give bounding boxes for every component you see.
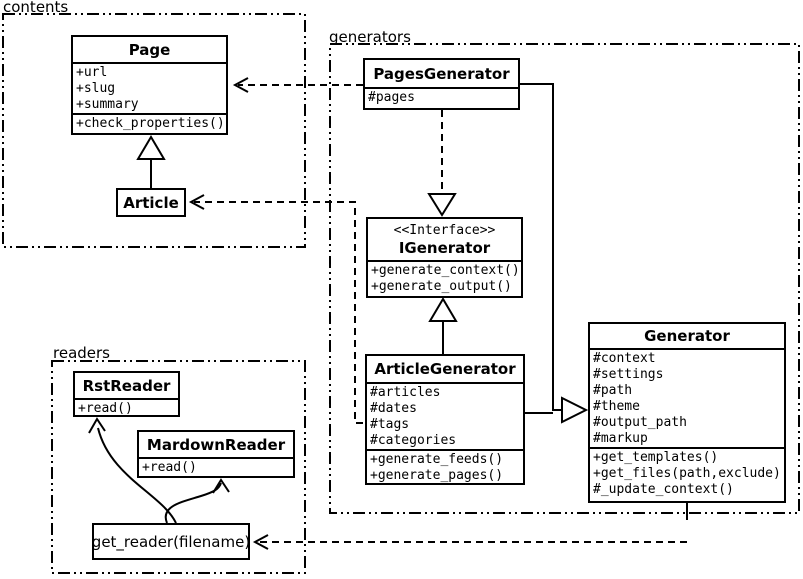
class-rstreader-title: RstReader (82, 376, 171, 395)
class-articlegenerator: ArticleGenerator #articles #dates #tags … (365, 354, 525, 485)
arrow-pagesgenerator-to-page (232, 77, 363, 93)
class-page: Page +url +slug +summary +check_properti… (71, 35, 228, 135)
open-arrowhead-icon (252, 534, 269, 550)
method: +generate_context() (371, 263, 520, 278)
arrow-article-to-page (136, 135, 166, 188)
class-mardownreader-methods: +read() (139, 457, 293, 476)
class-articlegenerator-title: ArticleGenerator (374, 360, 516, 378)
arrow-getreader-to-rstreader (88, 417, 177, 524)
open-arrowhead-icon (88, 417, 106, 434)
package-generators-border (329, 43, 800, 514)
open-arrowhead-icon (188, 194, 205, 210)
class-article: Article (116, 188, 186, 217)
class-igenerator-title: <<Interface>> IGenerator (368, 219, 521, 260)
package-label-readers: readers (53, 344, 110, 362)
class-generator: Generator #context #settings #path #them… (588, 322, 786, 503)
class-mardownreader-title: MardownReader (146, 435, 286, 454)
arrow-generator-to-getreader (252, 503, 688, 550)
class-generator-attributes: #context #settings #path #theme #output_… (590, 348, 784, 447)
method: +get_templates() (593, 450, 719, 465)
attribute: +url (76, 65, 108, 80)
class-pagesgenerator-attributes: #pages (365, 87, 518, 106)
open-arrowhead-icon (232, 77, 249, 93)
arrow-generators-to-generator (520, 83, 589, 424)
package-label-contents: contents (3, 0, 69, 16)
method: +generate_feeds() (370, 452, 504, 467)
class-page-methods: +check_properties() (73, 113, 226, 132)
method: +read() (142, 460, 197, 475)
method: +generate_output() (371, 279, 512, 294)
attribute: +slug (76, 81, 116, 96)
attribute: #markup (593, 431, 648, 446)
class-articlegenerator-methods: +generate_feeds() +generate_pages() (367, 449, 523, 483)
attribute: #output_path (593, 415, 687, 430)
class-page-title: Page (128, 40, 171, 59)
method: +check_properties() (76, 116, 225, 131)
attribute: +summary (76, 97, 139, 112)
class-rstreader-methods: +read() (75, 398, 178, 416)
class-article-title: Article (123, 193, 179, 212)
attribute: #settings (593, 367, 664, 382)
method: #_update_context() (593, 482, 734, 497)
hollow-triangle-icon (561, 396, 589, 424)
attribute: #context (593, 351, 656, 366)
hollow-triangle-icon (136, 135, 166, 160)
arrow-articlegenerator-to-article (188, 194, 363, 424)
class-pagesgenerator-title: PagesGenerator (373, 64, 510, 83)
arrow-getreader-to-mardownreader (164, 478, 230, 524)
class-articlegenerator-attributes: #articles #dates #tags #categories (367, 382, 523, 449)
arrow-pagesgenerator-to-igenerator (427, 110, 457, 217)
class-rstreader: RstReader +read() (73, 371, 180, 417)
class-igenerator-methods: +generate_context() +generate_output() (368, 260, 521, 295)
arrow-articlegenerator-to-igenerator (428, 297, 458, 354)
package-label-generators: generators (329, 28, 411, 46)
package-contents-border (2, 13, 306, 248)
class-page-attributes: +url +slug +summary (73, 62, 226, 113)
class-generator-title: Generator (644, 327, 730, 345)
package-readers-border (51, 360, 306, 574)
attribute: #tags (370, 417, 410, 432)
class-mardownreader: MardownReader +read() (137, 430, 295, 478)
interface-stereotype: <<Interface>> (393, 222, 496, 238)
attribute: #articles (370, 385, 441, 400)
attribute: #path (593, 383, 633, 398)
class-igenerator-name: IGenerator (398, 238, 491, 257)
class-pagesgenerator: PagesGenerator #pages (363, 58, 520, 110)
function-get-reader: get_reader(filename) (92, 523, 250, 560)
method: +generate_pages() (370, 468, 504, 483)
class-igenerator: <<Interface>> IGenerator +generate_conte… (366, 217, 523, 298)
method: +read() (78, 401, 133, 416)
class-generator-methods: +get_templates() +get_files(path,exclude… (590, 447, 784, 498)
hollow-triangle-icon (428, 297, 458, 322)
attribute: #dates (370, 401, 417, 416)
attribute: #categories (370, 433, 457, 448)
hollow-triangle-icon (427, 193, 457, 217)
attribute: #pages (368, 90, 415, 105)
attribute: #theme (593, 399, 640, 414)
method: +get_files(path,exclude) (593, 466, 781, 481)
open-arrowhead-icon (212, 478, 230, 494)
